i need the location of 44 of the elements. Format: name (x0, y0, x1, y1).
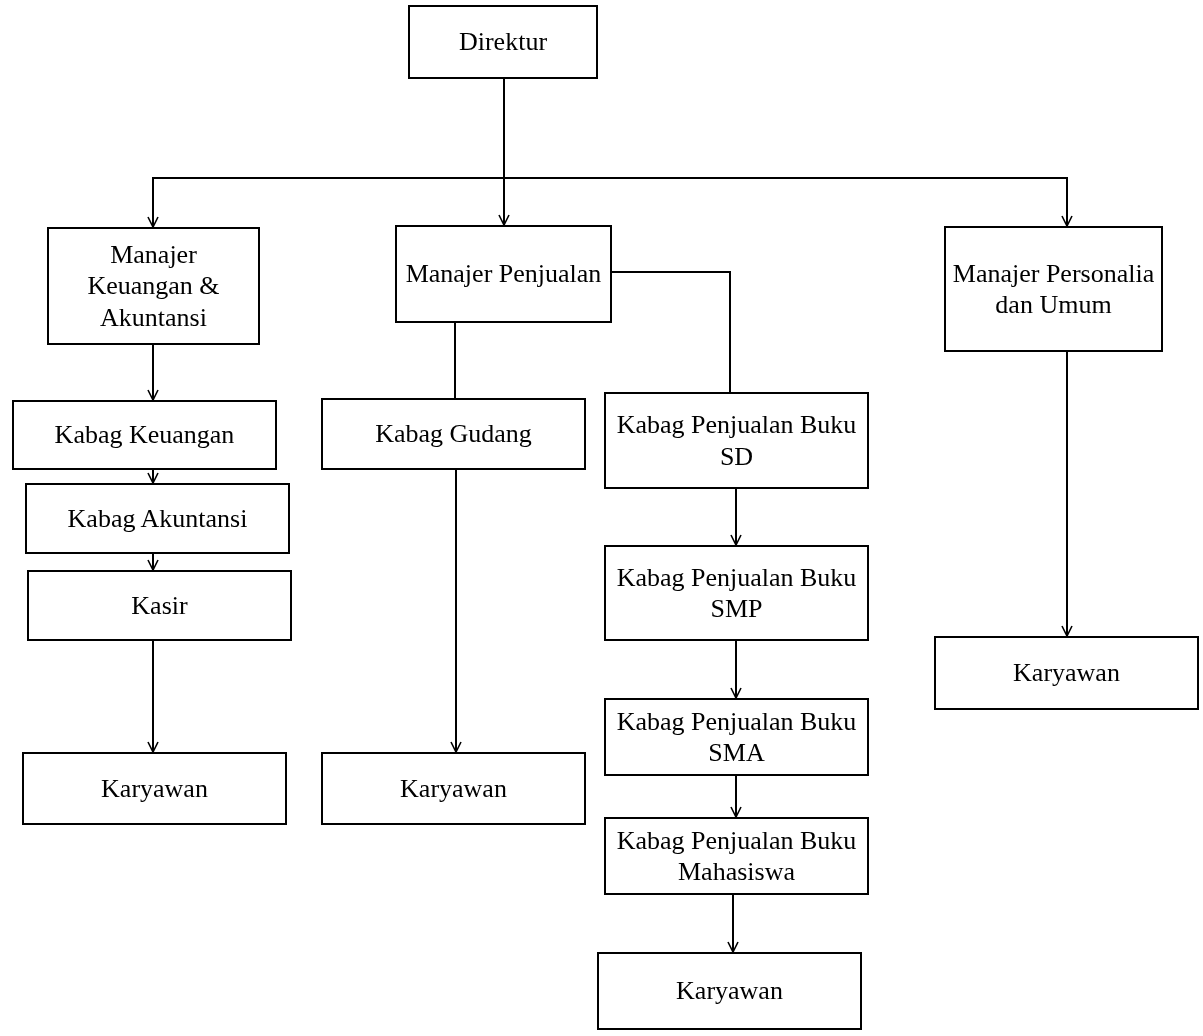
box-label: Karyawan (1012, 657, 1121, 689)
org-box (395, 225, 612, 323)
org-box (321, 752, 586, 825)
box-label: Kabag Akuntansi (66, 502, 249, 535)
box-label: Manajer Keuangan & Akuntansi (86, 239, 221, 333)
org-box (604, 545, 869, 641)
org-box (604, 698, 869, 776)
org-box (604, 817, 869, 895)
box-label: Karyawan (399, 772, 508, 805)
connector-line (454, 322, 456, 399)
arrow (727, 894, 739, 953)
box-label: Manajer Personalia dan Umum (951, 257, 1156, 321)
arrow (730, 775, 742, 818)
arrow (730, 488, 742, 546)
org-box (12, 400, 277, 470)
org-box (944, 226, 1163, 352)
box-label: Manajer Penjualan (404, 258, 603, 290)
arrow (730, 640, 742, 699)
org-box (604, 392, 869, 489)
org-box (47, 227, 260, 345)
box-label: Direktur (457, 26, 549, 58)
box-label: Karyawan (675, 975, 784, 1007)
box-label: Kabag Penjualan Buku SMP (615, 561, 858, 625)
box-label: Karyawan (100, 772, 209, 805)
org-box (25, 483, 290, 554)
box-label: Kabag Penjualan Buku SMA (615, 705, 858, 769)
box-label: Kabag Gudang (374, 418, 533, 450)
arrow (147, 553, 159, 571)
connector-line (611, 271, 731, 393)
org-box (934, 636, 1199, 710)
arrow (147, 344, 159, 401)
org-box (22, 752, 287, 825)
box-label: Kasir (130, 589, 189, 622)
org-box (321, 398, 586, 470)
org-box (27, 570, 292, 641)
arrow (1061, 351, 1073, 637)
box-label: Kabag Penjualan Buku Mahasiswa (615, 824, 858, 888)
arrow (147, 640, 159, 753)
box-label: Kabag Penjualan Buku SD (615, 409, 858, 472)
arrow (450, 469, 462, 753)
org-box (408, 5, 598, 79)
org-box (597, 952, 862, 1030)
box-label: Kabag Keuangan (53, 419, 236, 451)
arrow (147, 469, 159, 484)
